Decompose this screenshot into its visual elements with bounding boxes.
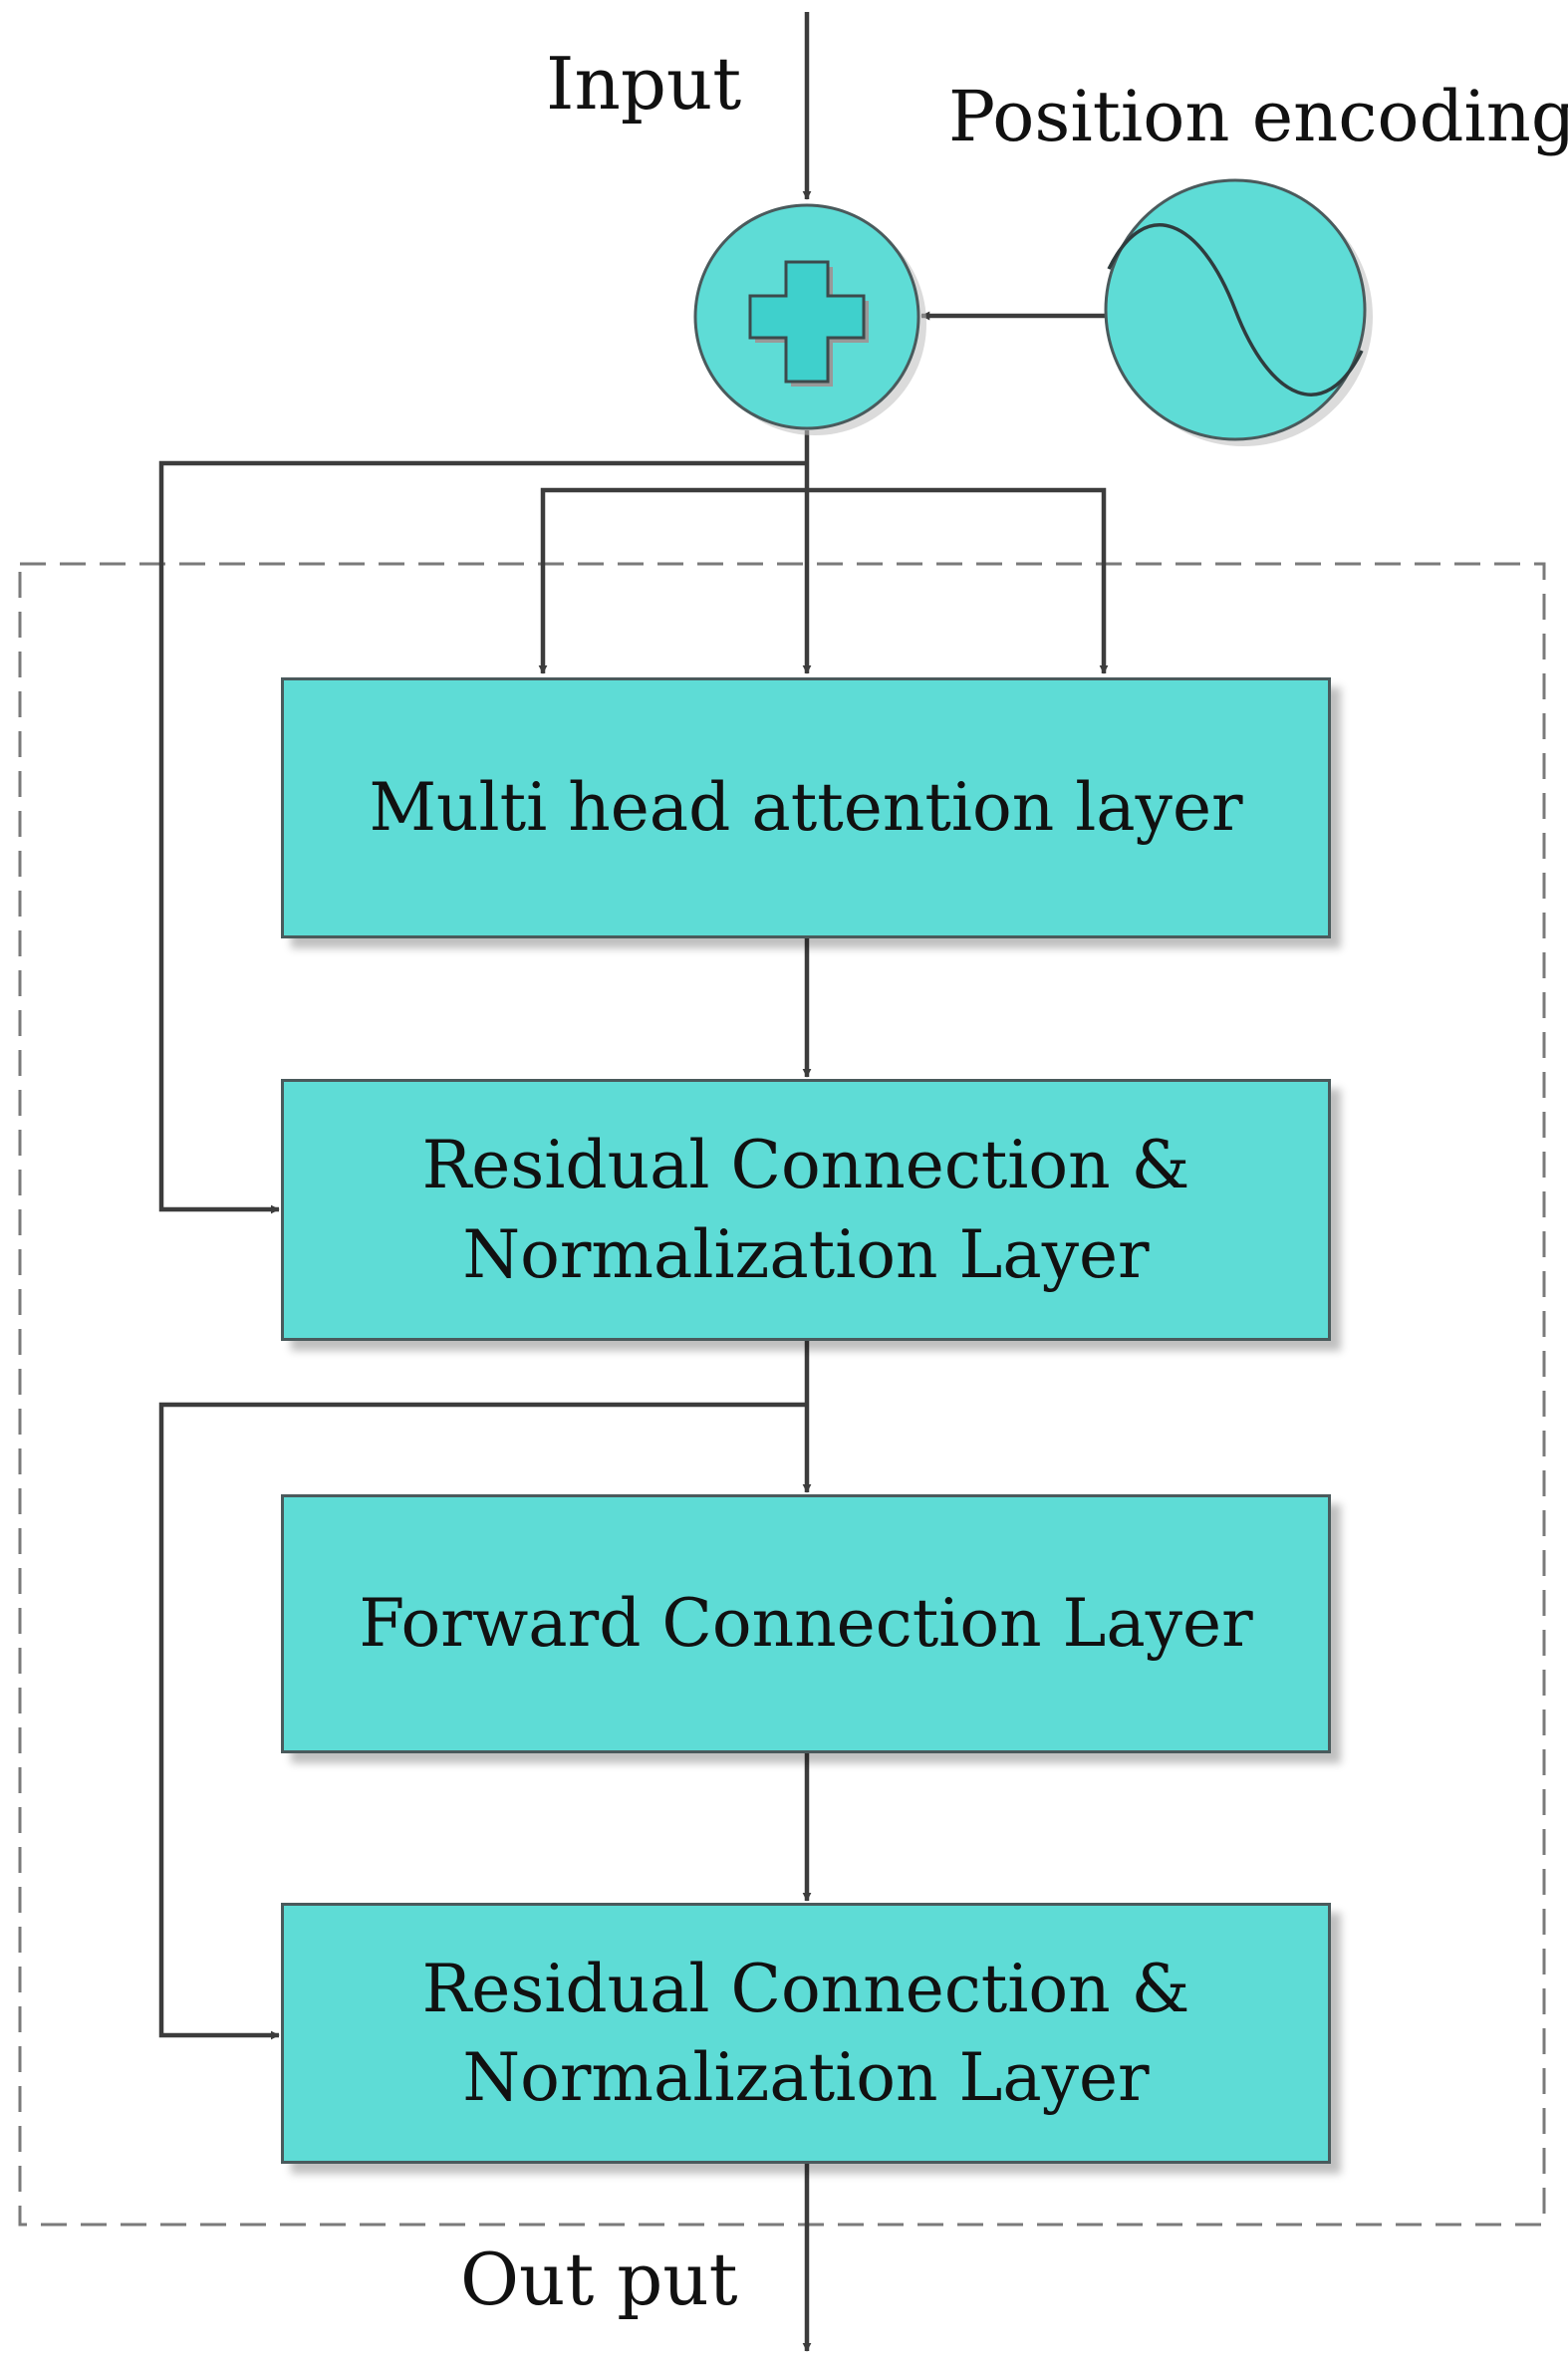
- adder-node: [693, 203, 926, 435]
- forward-connection-block: Forward Connection Layer: [281, 1494, 1331, 1753]
- position-encoding-node: [1104, 178, 1373, 446]
- output-label: Out put: [460, 2237, 738, 2321]
- query-arrow: [538, 487, 807, 674]
- sine-wave-icon: [1107, 223, 1364, 396]
- residual-norm-1-line-1: Residual Connection &: [421, 1127, 1190, 1204]
- key-arrow: [807, 487, 1109, 674]
- residual-norm-1-line-2: Normalization Layer: [462, 1215, 1150, 1293]
- position-encoding-label: Position encoding: [948, 76, 1568, 157]
- residual-norm-2-line-2: Normalization Layer: [462, 2039, 1150, 2116]
- multi-head-attention-block: Multi head attention layer: [281, 677, 1331, 938]
- residual-skip-2: [158, 1402, 807, 2040]
- encoder-frame: [18, 562, 1546, 2227]
- residual-skip-1: [158, 460, 807, 1214]
- residual-norm-block-1: Residual Connection & Normalization Laye…: [281, 1079, 1331, 1341]
- plus-icon: [748, 260, 869, 387]
- multi-head-attention-label: Multi head attention layer: [369, 769, 1243, 847]
- forward-connection-label: Forward Connection Layer: [359, 1585, 1253, 1663]
- input-label: Input: [546, 42, 742, 126]
- residual-norm-2-line-1: Residual Connection &: [421, 1950, 1190, 2027]
- residual-norm-block-2: Residual Connection & Normalization Laye…: [281, 1903, 1331, 2164]
